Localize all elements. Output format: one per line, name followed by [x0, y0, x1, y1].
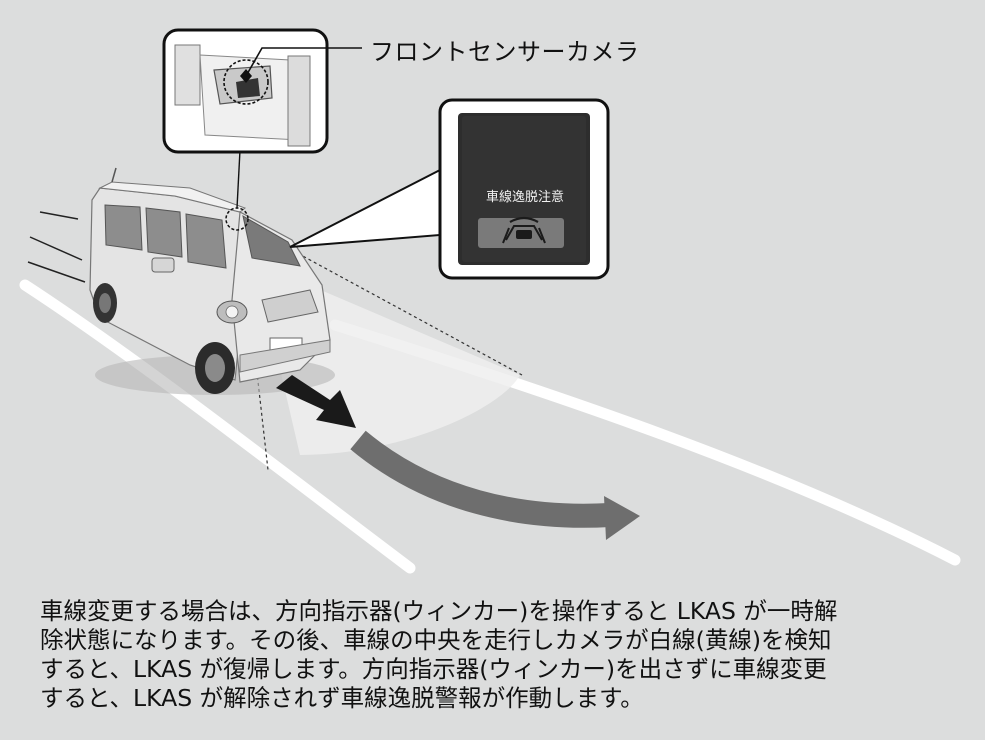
description-line: 除状態になります。その後、車線の中央を走行しカメラが白線(黄線)を検知: [40, 626, 832, 654]
lane-keeping-illustration: [19, 28, 961, 574]
front-sensor-camera-label: フロントセンサーカメラ: [370, 38, 640, 66]
camera-inset: [162, 28, 329, 154]
van-illustration: [89, 167, 335, 395]
description-line: すると、LKAS が復帰します。方向指示器(ウィンカー)を出さずに車線変更: [40, 655, 827, 683]
lane-departure-warning-icon: [502, 216, 546, 244]
description-line: すると、LKAS が解除されず車線逸脱警報が作動します。: [40, 684, 644, 712]
panel-callout-wedge: [289, 168, 441, 248]
lane-departure-arrow: [276, 375, 356, 428]
lane-return-arrow: [350, 430, 611, 528]
description-line: 車線変更する場合は、方向指示器(ウィンカー)を操作すると LKAS が一時解: [40, 597, 838, 625]
description-text: 車線変更する場合は、方向指示器(ウィンカー)を操作すると LKAS が一時解 除…: [40, 597, 955, 713]
motion-lines: [27, 211, 86, 283]
direction-arrows: [276, 375, 640, 540]
callout-leader-line: [245, 47, 362, 77]
indicator-panel-title: 車線逸脱注意: [485, 190, 564, 205]
